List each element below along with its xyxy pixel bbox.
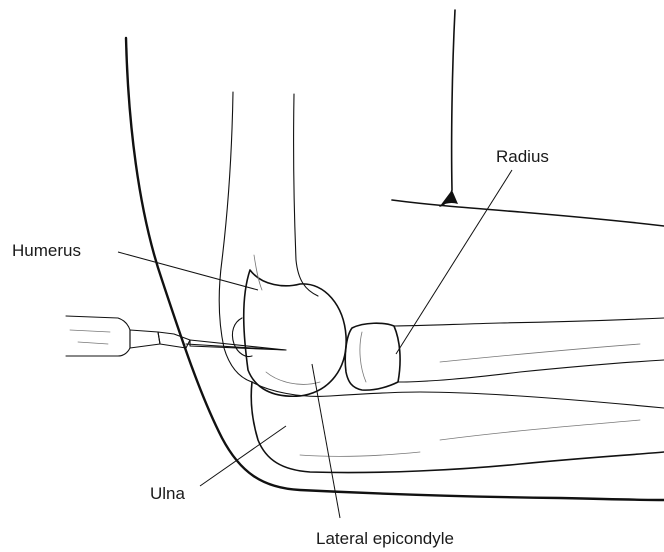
ulna-label: Ulna (150, 484, 186, 503)
ulna-leader (200, 426, 286, 486)
skin-outline (126, 10, 664, 500)
leader-lines (118, 170, 512, 518)
radius-bone (345, 318, 664, 390)
radius-inner-line (440, 344, 640, 362)
condyle-detail (266, 372, 320, 384)
arm-front-skin-line (440, 10, 455, 206)
radius-shaft-bottom (398, 360, 664, 382)
humerus-bone (219, 92, 346, 396)
humerus-leader (118, 252, 258, 290)
humerus-condyle (244, 270, 346, 396)
lateral-epicondyle-label: Lateral epicondyle (316, 529, 454, 548)
lateral-epicondyle-leader (312, 364, 340, 518)
radius-label: Radius (496, 147, 549, 166)
humerus-detail-line (254, 255, 262, 290)
arm-back-skin-line (126, 38, 664, 500)
crease-shadow (440, 190, 458, 206)
humerus-left-notch (232, 318, 252, 357)
syringe-hub (130, 330, 160, 348)
humerus-label: Humerus (12, 241, 81, 260)
radius-head (345, 323, 400, 390)
elbow-crease-line (392, 200, 664, 226)
radius-shaft-top (394, 318, 664, 326)
ulna-detail-1 (440, 420, 640, 440)
humerus-shaft-right (294, 94, 318, 296)
ulna-top (252, 382, 664, 408)
ulna-bone (251, 382, 664, 473)
humerus-shaft-left (219, 92, 252, 382)
ulna-detail-2 (300, 452, 420, 456)
ulna-outline (251, 382, 664, 473)
syringe-barrel (66, 316, 130, 356)
syringe-barrel-detail (70, 330, 110, 344)
radius-head-detail (360, 332, 366, 382)
